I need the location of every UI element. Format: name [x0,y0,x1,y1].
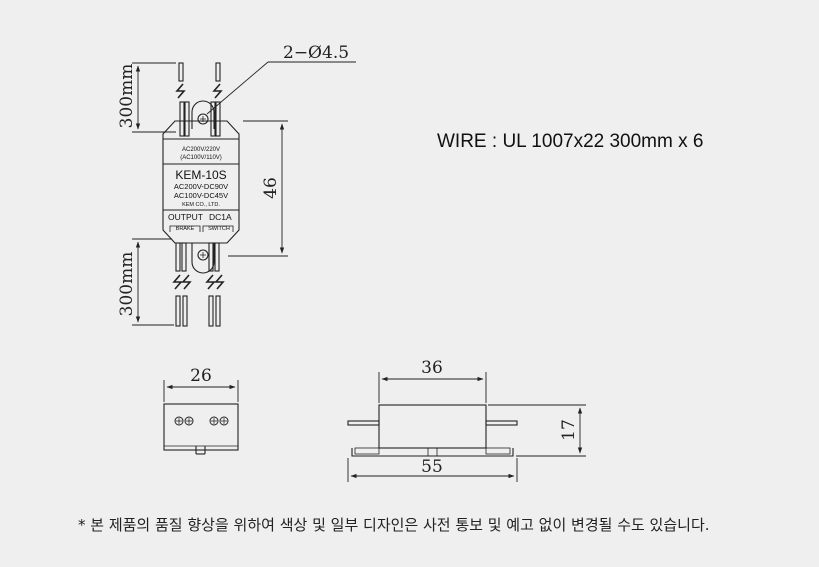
top-wire-length-label: 300mm [117,64,137,129]
top-view [347,404,518,457]
overall-length-label: 55 [421,457,443,477]
body-height-label: 46 [261,177,281,199]
body-length-label: 36 [421,358,443,378]
model-name: KEM-10S [175,168,226,182]
wire-spec: WIRE : UL 1007x22 300mm x 6 [437,131,704,152]
dim-body-length [378,372,487,403]
dim-bottom-wire [132,238,174,326]
module-body [162,120,240,244]
hole-spec-label: 2−Ø4.5 [283,43,349,63]
bottom-mounting-hole [197,249,209,261]
input-rating-alt: (AC100V/110V) [180,155,222,161]
bottom-mounting-tab [191,243,215,274]
thickness-label: 17 [559,419,579,441]
side-view [163,403,239,455]
maker-name: KEM CO., LTD. [182,202,220,208]
conversion-line-1: AC200V-DC90V [174,182,228,191]
bottom-wire-length-label: 300mm [117,252,137,317]
hole-leader [206,61,356,115]
terminal-brake-label: BRAKE [176,226,195,232]
terminal-switch-label: SWITCH [208,226,230,232]
output-rating: DC1A [209,212,232,222]
footnote: * 본 제품의 품질 향상을 위하여 색상 및 일부 디자인은 사전 통보 및 … [78,516,710,534]
top-mounting-tab [191,100,215,129]
top-mounting-hole [197,113,209,125]
top-wire-stubs [175,62,223,137]
front-view [162,62,240,327]
dim-side-width [163,380,239,402]
dim-top-wire [132,62,176,133]
dim-body-height [228,120,288,257]
dim-thickness [488,404,586,457]
input-rating: AC200V/220V [182,147,220,153]
bottom-wire-stubs [172,242,225,327]
terminal-screws [174,416,229,426]
conversion-line-2: AC100V-DC45V [174,191,228,200]
output-label: OUTPUT [168,212,203,222]
side-width-label: 26 [190,366,212,386]
dim-overall-length [347,458,518,482]
